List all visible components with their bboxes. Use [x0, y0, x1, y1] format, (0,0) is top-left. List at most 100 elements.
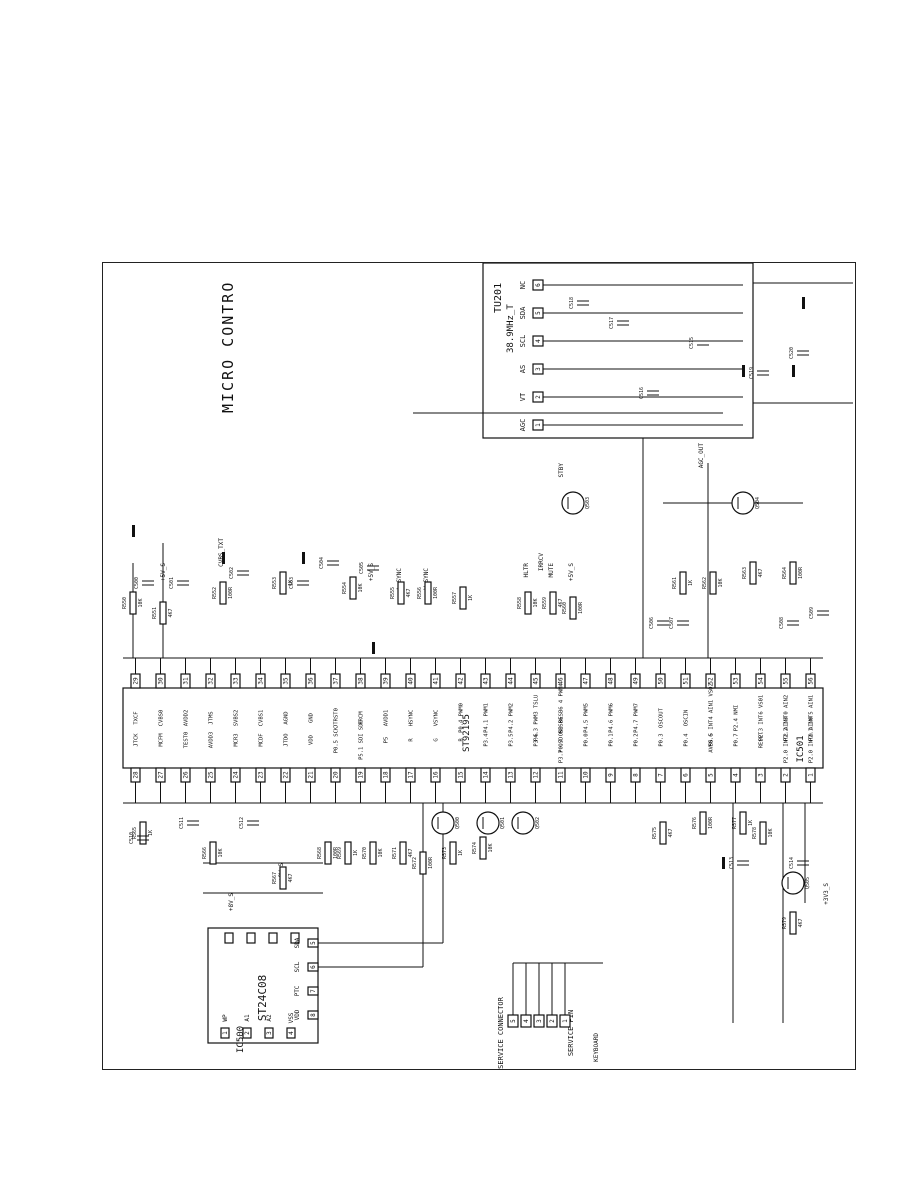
transistor-ref: Q504	[755, 497, 761, 509]
mcu-pin-name: AVDD1	[384, 710, 390, 727]
resistor-ref: R568	[317, 847, 323, 859]
mcu-pin-number: 18	[383, 771, 390, 779]
resistor-ref: R555	[390, 587, 396, 599]
resistor	[129, 591, 137, 615]
mcu-pin-number: 27	[158, 771, 165, 779]
eeprom-pin-box	[220, 1027, 230, 1039]
net-label: +5V_S	[568, 563, 575, 581]
mcu-pin-number: 28	[133, 771, 140, 779]
resistor-ref: R552	[212, 587, 218, 599]
mcu-pin-name: P3.5	[509, 733, 515, 746]
resistor	[739, 811, 747, 835]
tuner-pin-name: NC	[519, 281, 527, 289]
eeprom-pin-name: PTC	[294, 985, 301, 996]
mcu-pin-number: 33	[233, 677, 240, 685]
net-label: +8V_S	[228, 893, 235, 911]
transistor	[476, 811, 500, 835]
mcu-pin-number: 5	[708, 773, 715, 777]
service-pin-number: 5	[510, 1019, 517, 1023]
mcu-pin-number: 17	[408, 771, 415, 779]
mcu-pin-number: 24	[233, 771, 240, 779]
mcu-pin-number: 34	[258, 677, 265, 685]
resistor-value: 100R	[578, 601, 584, 614]
mcu-pin-number: 38	[358, 677, 365, 685]
mcu-pin-number: 15	[458, 771, 465, 779]
mcu-pin-number: 56	[808, 677, 815, 685]
mcu-pin-name: GND	[309, 713, 315, 723]
resistor	[549, 591, 557, 615]
mcu-pin-name: P4.5 PWM5	[584, 703, 590, 733]
capacitor-ref: C505	[359, 562, 365, 574]
resistor-ref: R554	[342, 582, 348, 594]
mcu-pin-number: 21	[308, 771, 315, 779]
mcu-pin-number: 43	[483, 677, 490, 685]
resistor-value: 1K	[688, 580, 694, 586]
mcu-pin-number: 2	[783, 773, 790, 777]
mcu-pin-name: P2.1 INT5 AIN1	[809, 695, 815, 741]
tuner-pin-name: VT	[519, 392, 527, 401]
resistor-value: 100R	[228, 586, 234, 599]
resistor-ref: R553	[272, 577, 278, 589]
ground-symbol	[302, 552, 305, 564]
tuner-pin-number: 4	[535, 339, 542, 343]
eeprom-pin-box	[307, 986, 319, 996]
resistor-ref: R551	[152, 607, 158, 619]
resistor-ref: R560	[562, 602, 568, 614]
eeprom-pin-box	[246, 932, 256, 944]
eeprom-part: ST24C08	[256, 975, 269, 1021]
resistor-value: 4K7	[288, 873, 294, 882]
resistor-value: 4K7	[406, 588, 412, 597]
capacitor-ref: C508	[779, 617, 785, 629]
mcu-pin-number: 44	[508, 677, 515, 685]
resistor	[569, 596, 577, 620]
resistor-value: 10K	[718, 578, 724, 587]
mcu-pin-number: 11	[558, 771, 565, 779]
mcu-pin-name: P5.1 SDI SDO	[359, 720, 365, 760]
mcu-pin-number: 1	[808, 773, 815, 777]
eeprom-pin-number: 5	[310, 941, 317, 945]
mcu-pin-number: 45	[533, 677, 540, 685]
mcu-pin-name: SVBS2	[234, 710, 240, 727]
resistor-ref: R569	[337, 847, 343, 859]
net-label: KEYBOARD	[593, 1033, 600, 1062]
mcu-pin-number: 3	[758, 773, 765, 777]
resistor	[419, 851, 427, 875]
service-connector-label: SERVICE CONNECTOR	[497, 996, 505, 1068]
capacitor-ref: C502	[229, 567, 235, 579]
eeprom-pin-number: 7	[310, 989, 317, 993]
resistor-ref: R567	[272, 872, 278, 884]
resistor	[449, 841, 457, 865]
resistor-value: 4K7	[168, 608, 174, 617]
mcu-pin-name: P3.6	[534, 733, 540, 746]
resistor-value: 4K7	[668, 828, 674, 837]
mcu-pin-number: 39	[383, 677, 390, 685]
capacitor-ref: C515	[689, 337, 695, 349]
mcu-pin-number: 52	[708, 677, 715, 685]
transistor	[431, 811, 455, 835]
resistor-value: 4K7	[558, 598, 564, 607]
eeprom-pin-name: SDA	[294, 937, 301, 948]
resistor	[349, 576, 357, 600]
mcu-pin-name: P4.2 PWM2	[509, 703, 515, 733]
resistor-ref: R575	[652, 827, 658, 839]
mcu-pin-name: P3.4	[484, 733, 490, 747]
resistor-ref: R556	[417, 587, 423, 599]
mcu-pin-number: 54	[758, 677, 765, 685]
resistor-ref: R578	[752, 827, 758, 839]
mcu-pin-name: P0.4 PWM0	[459, 703, 465, 733]
mcu-pin-name: P2.4 NMI	[734, 705, 740, 732]
mcu-pin-name: OSCOUT	[659, 707, 665, 728]
mcu-pin-number: 48	[608, 677, 615, 685]
mcu-pin-name: P0.7 OSD RESB6 4 PWM4	[559, 683, 565, 753]
resistor	[397, 581, 405, 605]
tuner-pin-number: 3	[535, 367, 542, 371]
capacitor-ref: C500	[134, 577, 140, 589]
mcu-pin-number: 29	[133, 677, 140, 685]
transistor-ref: Q502	[535, 817, 541, 829]
net-label: V_SYNC	[423, 568, 430, 590]
mcu-pin-number: 51	[683, 677, 690, 685]
tuner-pin-name: AGC	[519, 419, 527, 432]
eeprom-pin-number: 4	[288, 1031, 295, 1035]
ground-symbol	[792, 365, 795, 377]
capacitor-ref: C514	[789, 857, 795, 869]
